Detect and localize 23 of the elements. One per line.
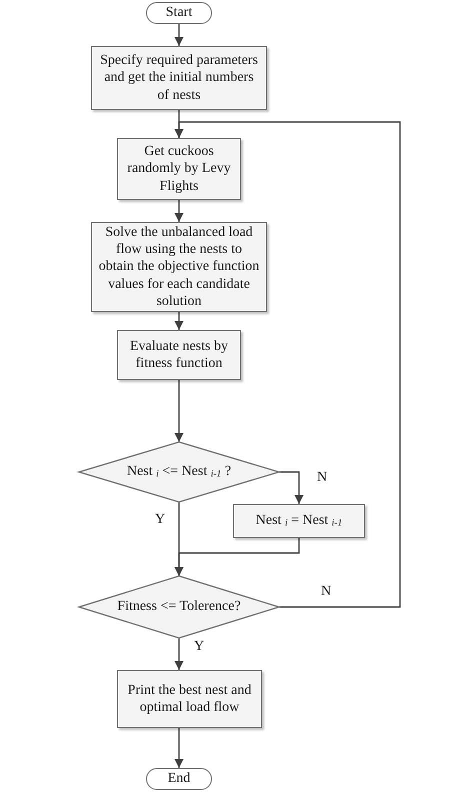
arrow xyxy=(174,312,184,330)
process-box: Nest $_{i}$ = Nest $_{i-1}$ xyxy=(233,504,365,538)
arrow xyxy=(174,538,300,576)
process-box: Evaluate nests by fitness function xyxy=(117,330,241,380)
edge-label: Y xyxy=(194,640,204,654)
arrow xyxy=(174,380,184,442)
arrow xyxy=(174,200,184,222)
edge-label: Y xyxy=(154,513,166,527)
terminator: End xyxy=(146,768,212,790)
terminator: Start xyxy=(146,2,212,24)
arrow xyxy=(174,638,184,670)
arrow xyxy=(174,24,184,46)
decision-diamond: Fitness <= Tolerence? xyxy=(79,576,279,638)
process-box: Print the best nest and optimal load flow xyxy=(117,670,262,728)
edge-label: N xyxy=(316,471,328,485)
process-box: Get cuckoos randomly by Levy Flights xyxy=(117,138,241,200)
arrow xyxy=(279,471,304,504)
arrow xyxy=(174,121,401,608)
arrow xyxy=(174,728,184,768)
process-box: Specify required parameters and get the initial numbers of nests xyxy=(91,46,267,110)
process-box: Solve the unbalanced load flow using the nests to obtain the objective function values for each candidate solution xyxy=(91,222,267,312)
decision-diamond: Nest $_{i}$ <= Nest $_{i-1}$ ? xyxy=(79,442,279,502)
edge-label: N xyxy=(320,585,332,599)
